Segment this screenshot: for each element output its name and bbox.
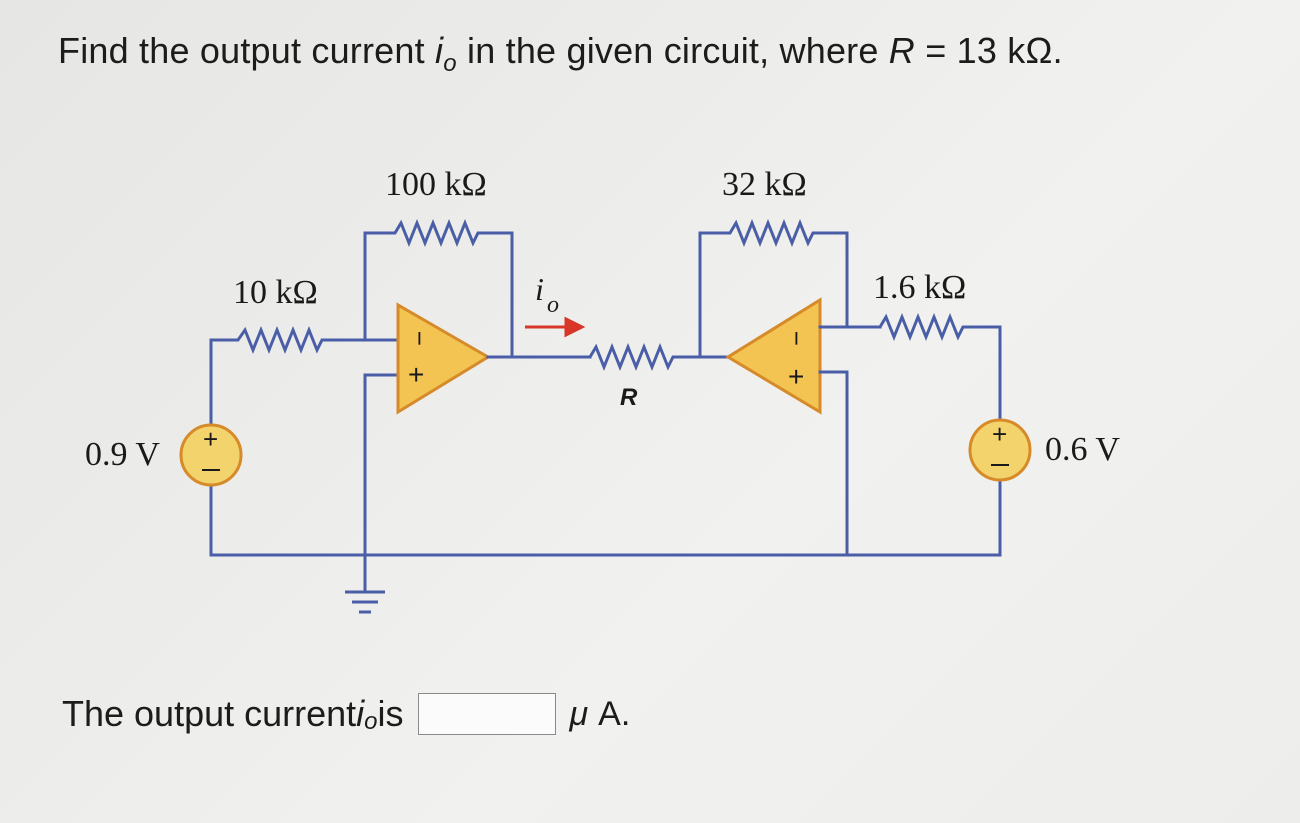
question-text: Find the output current io in the given … — [58, 30, 1063, 77]
question-prefix: Find the output current — [58, 30, 436, 71]
question-mid: in the given circuit, where — [456, 30, 889, 71]
label-current-i: i — [535, 271, 544, 307]
question-var-i: i — [435, 30, 444, 71]
label-100k: 100 kΩ — [385, 166, 487, 203]
voltage-source-right-icon: + — [968, 418, 1032, 482]
opamp-right-minus: − — [781, 331, 811, 346]
question-suffix: = 13 kΩ. — [915, 30, 1063, 71]
label-r: R — [620, 384, 638, 411]
answer-prefix: The output current — [62, 693, 357, 734]
answer-input[interactable] — [417, 693, 556, 735]
voltage-source-left-icon: + — [179, 423, 243, 487]
answer-is: is — [377, 693, 404, 734]
svg-text:+: + — [992, 419, 1007, 449]
label-source-right: 0.6 V — [1045, 431, 1120, 468]
ground-icon — [345, 590, 385, 614]
unit-mu: μ — [569, 694, 589, 733]
answer-var-sub: o — [364, 708, 378, 735]
opamp-left-minus: − — [404, 331, 434, 346]
label-source-left: 0.9 V — [85, 436, 160, 473]
label-32k: 32 kΩ — [722, 166, 807, 203]
opamp-left — [396, 302, 491, 415]
question-var-sub: o — [443, 50, 457, 77]
opamp-left-plus: + — [408, 359, 424, 390]
resistor-32k — [700, 218, 847, 248]
question-var-r: R — [888, 30, 915, 71]
label-10k: 10 kΩ — [233, 274, 318, 311]
resistor-10k — [211, 325, 365, 355]
answer-var-i: i — [356, 693, 365, 734]
label-current-sub: o — [547, 292, 559, 318]
resistor-r — [588, 342, 728, 372]
opamp-right-plus: + — [788, 361, 804, 392]
unit-a: A. — [598, 694, 631, 733]
resistor-100k — [365, 218, 512, 248]
resistor-1-6k — [878, 312, 1000, 342]
label-1-6k: 1.6 kΩ — [873, 269, 966, 306]
current-arrow-icon — [525, 316, 586, 338]
opamp-right — [725, 297, 822, 415]
svg-text:+: + — [203, 424, 218, 454]
